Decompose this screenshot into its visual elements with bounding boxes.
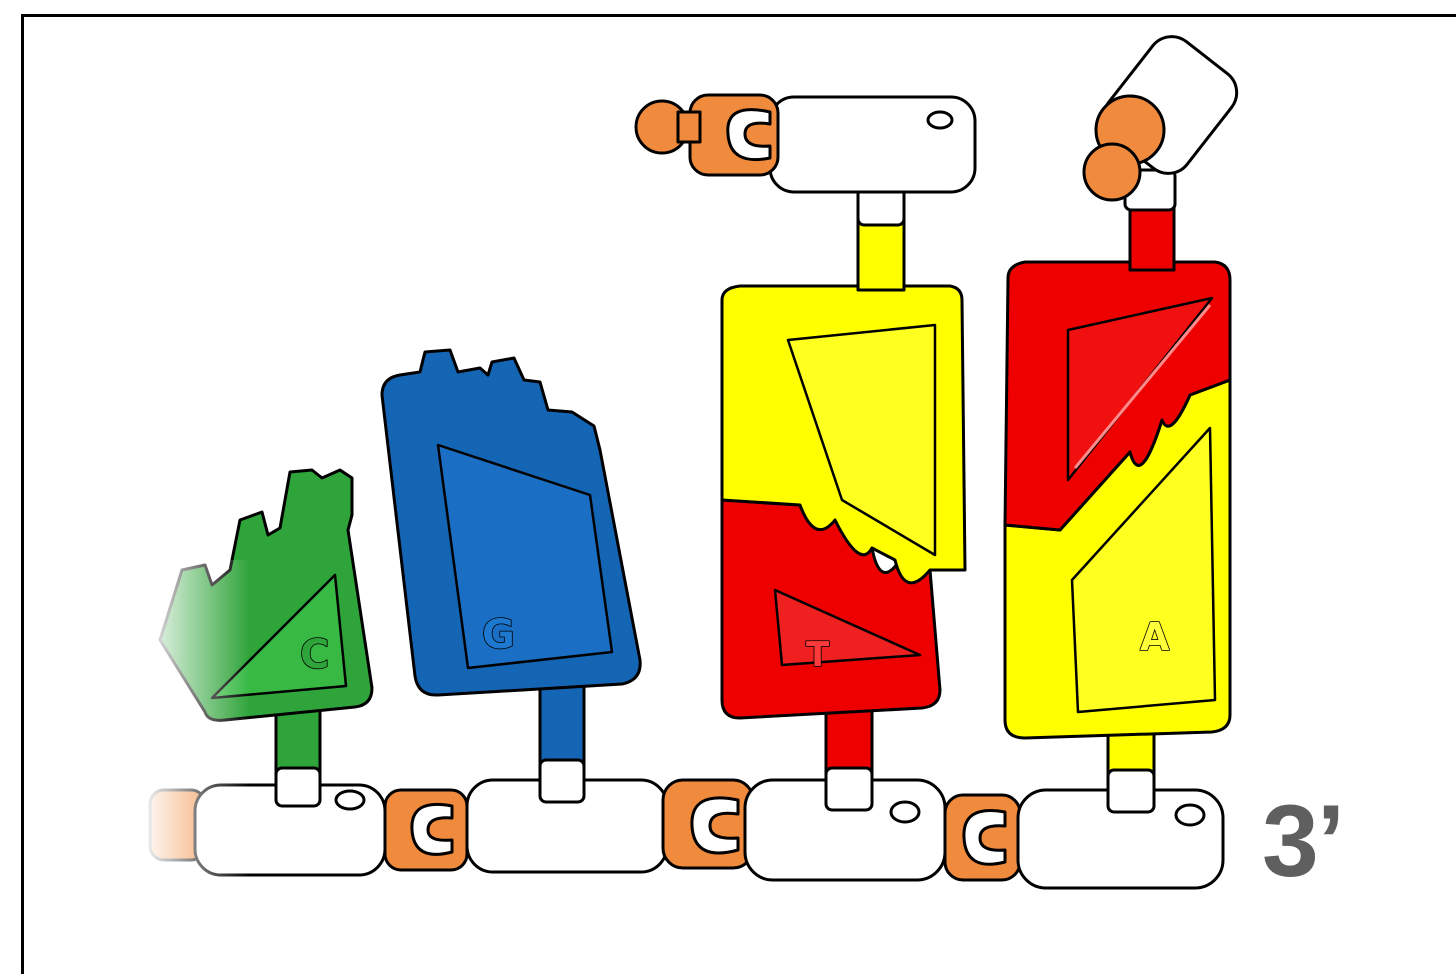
phosphate-connector-1 bbox=[385, 790, 467, 870]
partner-connector-top-2 bbox=[1084, 27, 1246, 200]
partner-a-yellow bbox=[636, 95, 975, 583]
base-letter-a: A bbox=[1140, 615, 1170, 659]
base-letter-c: C bbox=[300, 632, 329, 678]
dna-strand-illustration: C G T A bbox=[0, 0, 1456, 940]
base-letter-g: G bbox=[482, 612, 515, 658]
nucleotide-g: G bbox=[382, 350, 640, 802]
left-fade-overlay bbox=[140, 560, 250, 890]
strand-end-label: 3’ bbox=[1262, 790, 1343, 892]
phosphate-connector-2 bbox=[663, 780, 753, 868]
partner-connector-top-1 bbox=[636, 95, 778, 175]
phosphate-connector-3 bbox=[945, 795, 1020, 880]
base-letter-t: T bbox=[806, 635, 830, 675]
